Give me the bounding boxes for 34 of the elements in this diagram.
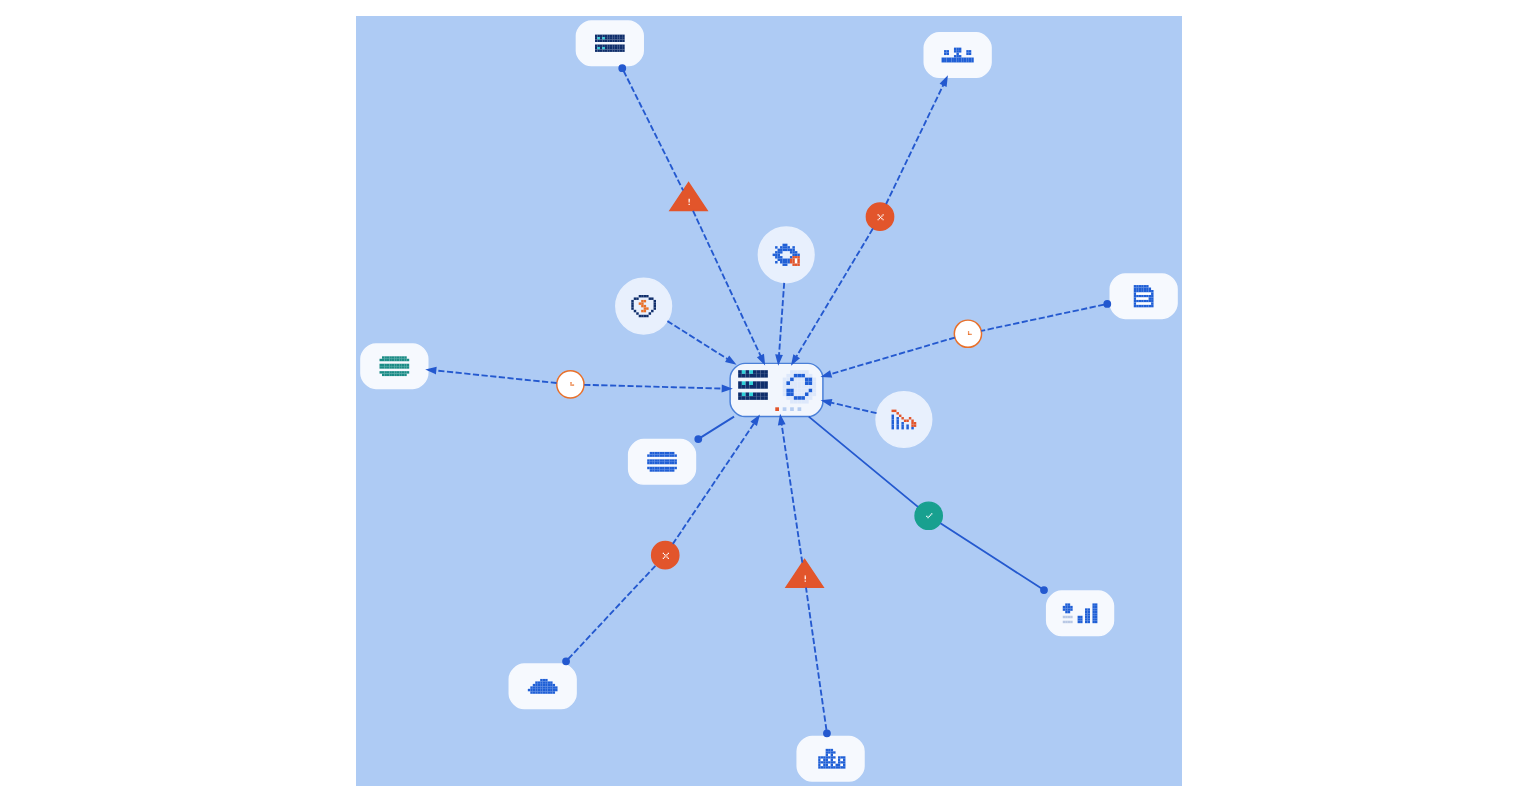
node-picture	[626, 438, 696, 485]
node-picture	[795, 735, 864, 782]
arrow	[884, 75, 947, 205]
arrow	[691, 209, 765, 366]
arrow	[424, 366, 557, 384]
node-picture	[922, 32, 991, 79]
connector	[979, 300, 1111, 332]
node-circle	[864, 202, 894, 231]
node-circle	[614, 277, 672, 335]
node-picture	[1044, 590, 1114, 637]
node-triangle	[667, 181, 708, 212]
arrow	[774, 281, 785, 366]
connector	[804, 586, 830, 738]
node-circle	[649, 540, 679, 570]
node-box	[728, 362, 823, 418]
connector	[617, 64, 683, 192]
connector	[938, 522, 1047, 594]
node-circle	[952, 319, 982, 349]
node-triangle	[783, 558, 824, 589]
arrow	[776, 413, 803, 564]
node-circle	[913, 501, 942, 531]
arrow	[819, 336, 955, 378]
connector	[561, 564, 656, 666]
node-picture	[574, 20, 643, 67]
node-circle	[555, 370, 584, 399]
node-picture	[507, 663, 576, 710]
node-circle	[874, 390, 932, 449]
arrow	[582, 383, 732, 393]
node-picture	[359, 343, 428, 390]
arrow	[819, 398, 877, 415]
node-picture	[1108, 273, 1177, 320]
node-circle	[756, 226, 814, 284]
connector	[693, 415, 734, 443]
arrow	[665, 320, 736, 365]
